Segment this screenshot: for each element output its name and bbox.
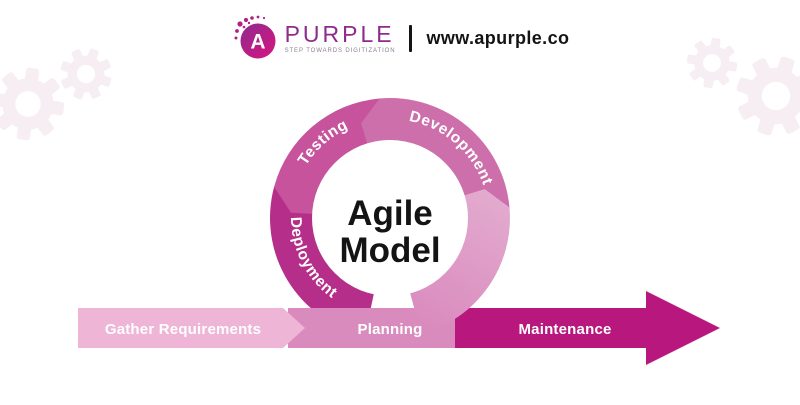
brand-initial: A — [250, 31, 265, 54]
diagram-title-line2: Model — [339, 231, 440, 270]
header-divider — [409, 24, 413, 52]
ring-inner-circle — [312, 140, 468, 296]
website-url: www.apurple.co — [426, 27, 570, 48]
brand-logo-icon: A — [234, 15, 276, 59]
gear-icon — [0, 63, 69, 145]
flow-label-planning: Planning — [358, 321, 423, 338]
brand-tagline: STEP TOWARDS DIGITIZATION — [284, 47, 396, 54]
header: A PURPLE STEP TOWARDS DIGITIZATION www.a… — [0, 13, 800, 63]
diagram-title-line1: Agile — [347, 194, 433, 233]
brand-dots — [234, 15, 265, 40]
flow-arrow-maintenance — [455, 291, 720, 365]
brand-name: PURPLE — [284, 20, 395, 47]
flow-label-maintenance: Maintenance — [518, 321, 611, 338]
brand-logo: A PURPLE STEP TOWARDS DIGITIZATION — [231, 13, 396, 63]
flow-bar-gather-requirements — [78, 308, 305, 348]
brand-text: PURPLE STEP TOWARDS DIGITIZATION — [284, 20, 396, 54]
flow-label-gather-requirements: Gather Requirements — [105, 321, 261, 338]
